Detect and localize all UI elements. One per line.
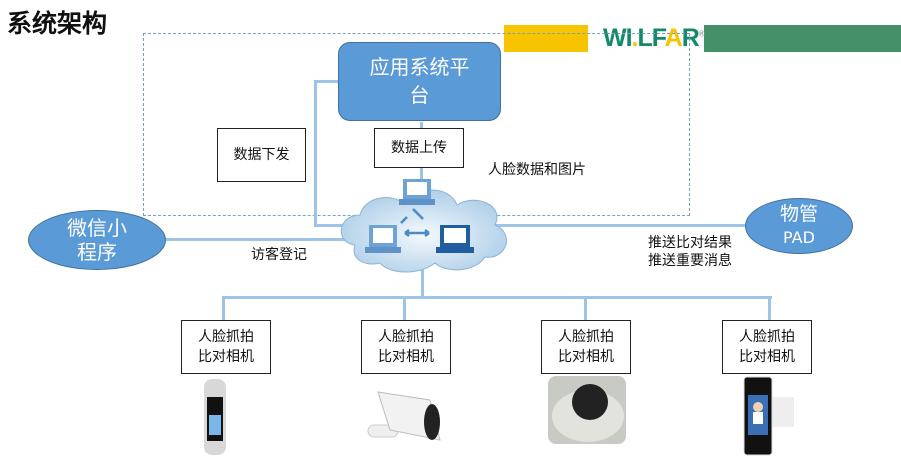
- upload-box: 数据上传: [374, 128, 464, 168]
- platform-box: 应用系统平 台: [338, 42, 501, 121]
- face-terminal-pillar-image: [204, 379, 226, 455]
- bullet-camera-image: [367, 391, 441, 441]
- face-data-label: 人脸数据和图片: [488, 162, 586, 178]
- camera-label: 人脸抓拍: [198, 329, 254, 345]
- camera-box-3: 人脸抓拍比对相机: [541, 320, 631, 374]
- camera-label: 人脸抓拍: [378, 329, 434, 345]
- page-title: 系统架构: [7, 9, 108, 38]
- camera-label: 比对相机: [739, 349, 795, 365]
- camera-label: 人脸抓拍: [739, 329, 795, 345]
- wechat-miniprogram: 微信小程序: [28, 210, 166, 270]
- dome-camera-image: [548, 376, 626, 444]
- download-box: 数据下发: [217, 128, 306, 182]
- platform-line2: 台: [409, 83, 430, 107]
- green-bar: [704, 25, 901, 52]
- push-message-label: 推送重要消息: [648, 253, 732, 269]
- pad-line1: 物管: [779, 203, 818, 225]
- camera-label: 人脸抓拍: [558, 329, 614, 345]
- push-result-label: 推送比对结果: [648, 235, 732, 251]
- yellow-bar: [504, 25, 588, 52]
- camera-box-1: 人脸抓拍比对相机: [181, 320, 271, 374]
- visitor-label: 访客登记: [251, 247, 307, 263]
- property-pad: 物管 PAD: [745, 198, 853, 254]
- wechat-line1: 微信小: [67, 216, 127, 240]
- camera-label: 比对相机: [198, 349, 254, 365]
- camera-box-4: 人脸抓拍比对相机: [722, 320, 812, 374]
- camera-box-2: 人脸抓拍比对相机: [361, 320, 451, 374]
- face-terminal-panel-image: [743, 376, 794, 456]
- camera-label: 比对相机: [378, 349, 434, 365]
- cloud-network-icon: [340, 179, 507, 273]
- pad-line2: PAD: [783, 228, 815, 247]
- camera-label: 比对相机: [558, 349, 614, 365]
- wechat-line2: 程序: [77, 240, 117, 264]
- platform-line1: 应用系统平: [369, 55, 470, 79]
- willfar-logo: WI.LFAR®: [603, 24, 705, 52]
